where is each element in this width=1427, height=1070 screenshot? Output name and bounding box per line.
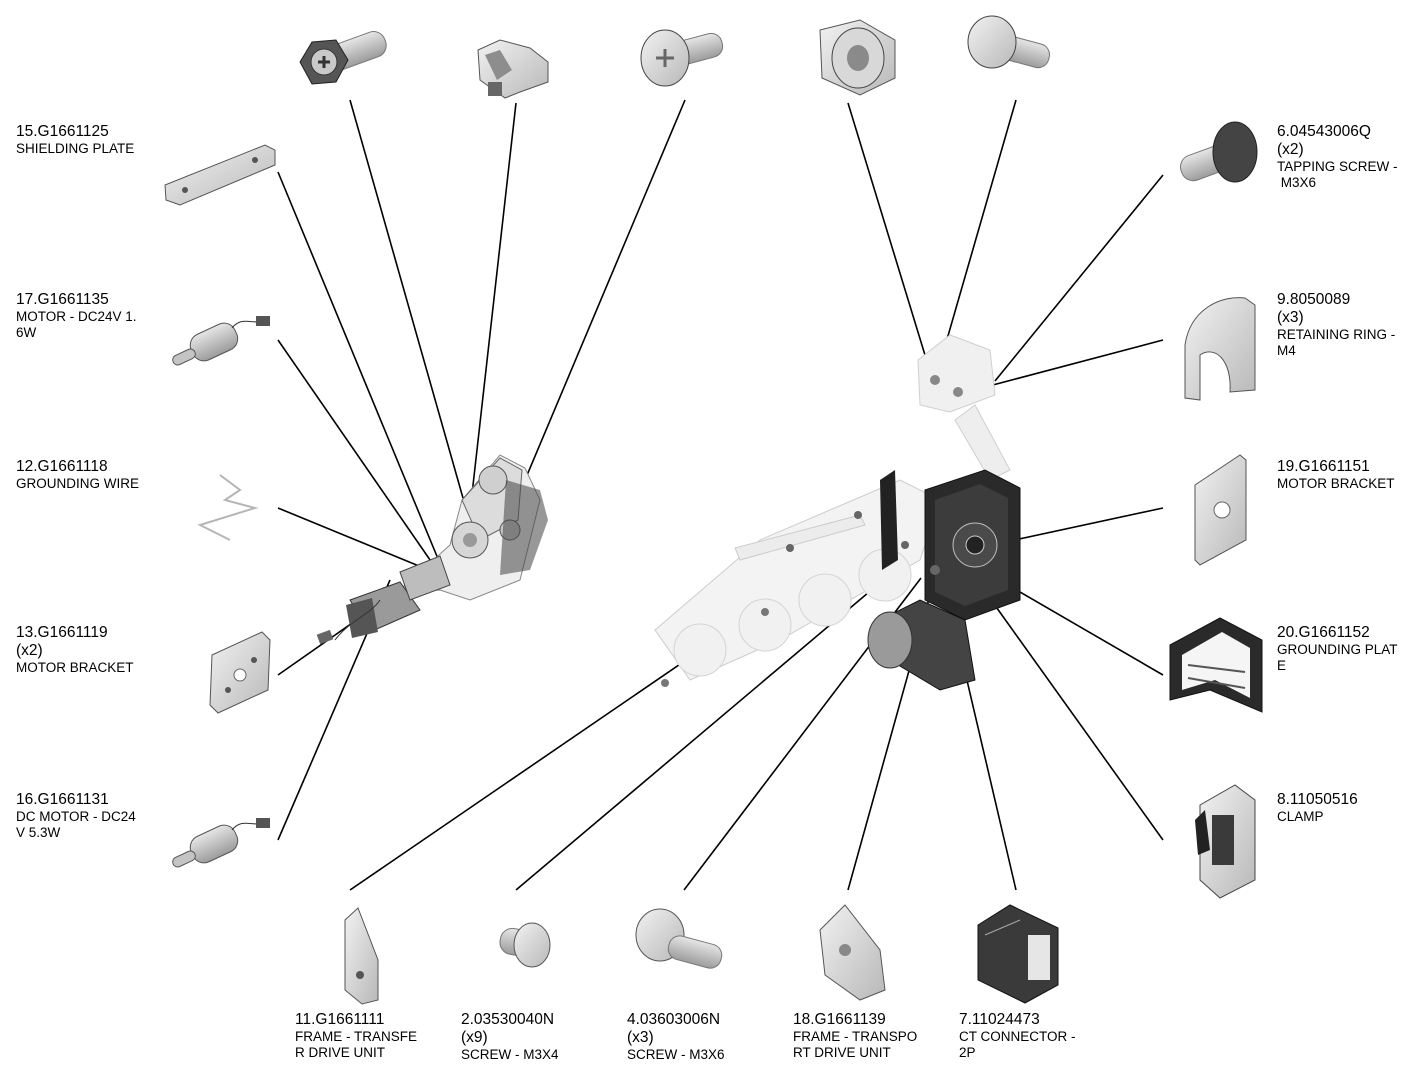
part-quantity: (x2): [16, 642, 43, 659]
thumb-shielding-plate: [164, 144, 276, 206]
thumb-frame-18: [819, 904, 886, 1001]
part-quantity: (x2): [1277, 141, 1304, 158]
part-number: 20.G1661152: [1277, 624, 1370, 641]
part-number: 16.G1661131: [16, 791, 109, 808]
part-description: MOTOR BRACKET: [1277, 476, 1395, 491]
part-description: GROUNDING WIRE: [16, 476, 139, 491]
thumb-frame-bracket-top: [477, 39, 549, 99]
part-number: 12.G1661118: [16, 458, 108, 475]
part-description: SCREW - M3X6: [627, 1047, 725, 1062]
part-label-6: 6.04543006Q (x2) TAPPING SCREW - M3X6: [1277, 122, 1398, 191]
part-label-18: 18.G1661139 FRAME - TRANSPO RT DRIVE UNI…: [793, 1010, 917, 1061]
part-label-20: 20.G1661152 GROUNDING PLAT E: [1277, 623, 1398, 674]
part-quantity: (x9): [461, 1029, 488, 1046]
thumb-bushing: [819, 19, 896, 96]
part-number: 7.11024473: [959, 1011, 1040, 1028]
part-label-17: 17.G1661135 MOTOR - DC24V 1. 6W: [16, 290, 137, 341]
part-number: 9.8050089: [1277, 291, 1351, 308]
part-description: CT CONNECTOR - 2P: [959, 1029, 1076, 1060]
thumb-frame-11: [344, 907, 379, 1005]
thumb-grounding-plate: [1169, 617, 1263, 713]
part-description: RETAINING RING - M4: [1277, 327, 1396, 358]
transport-drive-assembly: [654, 334, 1021, 691]
part-number: 18.G1661139: [793, 1011, 886, 1028]
thumb-motor-16: [172, 818, 270, 868]
part-description: TAPPING SCREW - M3X6: [1277, 159, 1398, 190]
part-quantity: (x3): [1277, 309, 1304, 326]
thumb-screw-top-right: [967, 15, 1051, 69]
thumb-motor-bracket-13: [209, 631, 271, 714]
part-number: 2.03530040N: [461, 1011, 555, 1028]
part-quantity: (x3): [627, 1029, 654, 1046]
part-label-8: 8.11050516 CLAMP: [1277, 790, 1358, 825]
part-number: 13.G1661119: [16, 624, 108, 641]
part-number: 4.03603006N: [627, 1011, 721, 1028]
part-description: CLAMP: [1277, 809, 1324, 824]
part-label-16: 16.G1661131 DC MOTOR - DC24 V 5.3W: [16, 790, 136, 841]
part-label-15: 15.G1661125 SHIELDING PLATE: [16, 122, 134, 157]
transfer-drive-assembly: [316, 454, 548, 645]
part-label-13: 13.G1661119 (x2) MOTOR BRACKET: [16, 623, 134, 676]
thumb-pan-screw: [640, 29, 724, 87]
thumb-hex-screw: [299, 31, 387, 85]
part-description: MOTOR BRACKET: [16, 660, 134, 675]
part-description: FRAME - TRANSFE R DRIVE UNIT: [295, 1029, 418, 1060]
thumb-grounding-wire: [197, 474, 259, 541]
part-label-19: 19.G1661151 MOTOR BRACKET: [1277, 457, 1395, 492]
thumb-motor-17: [172, 316, 270, 366]
leader-lines: [277, 99, 1164, 891]
part-number: 19.G1661151: [1277, 458, 1370, 475]
part-number: 17.G1661135: [16, 291, 109, 308]
part-label-9: 9.8050089 (x3) RETAINING RING - M4: [1277, 290, 1395, 359]
part-description: FRAME - TRANSPO RT DRIVE UNIT: [793, 1029, 918, 1060]
thumb-ct-connector: [977, 904, 1059, 1004]
part-label-2: 2.03530040N (x9) SCREW - M3X4: [461, 1010, 559, 1063]
part-label-4: 4.03603006N (x3) SCREW - M3X6: [627, 1010, 725, 1063]
part-label-11: 11.G1661111 FRAME - TRANSFE R DRIVE UNIT: [295, 1010, 417, 1061]
thumb-retaining-ring: [1184, 297, 1256, 401]
part-description: GROUNDING PLAT E: [1277, 642, 1398, 673]
part-label-7: 7.11024473 CT CONNECTOR - 2P: [959, 1010, 1076, 1061]
part-number: 15.G1661125: [16, 123, 109, 140]
part-description: SCREW - M3X4: [461, 1047, 559, 1062]
part-description: SHIELDING PLATE: [16, 141, 135, 156]
thumb-motor-bracket-19: [1194, 454, 1247, 566]
thumb-screw-4: [635, 908, 723, 969]
thumb-screw-2: [499, 922, 551, 968]
part-description: DC MOTOR - DC24 V 5.3W: [16, 809, 136, 840]
thumb-clamp: [1195, 784, 1256, 899]
part-number: 11.G1661111: [295, 1011, 385, 1028]
part-number: 6.04543006Q: [1277, 123, 1371, 140]
thumb-tapping-screw: [1180, 121, 1258, 183]
part-number: 8.11050516: [1277, 791, 1358, 808]
part-label-12: 12.G1661118 GROUNDING WIRE: [16, 457, 139, 492]
part-description: MOTOR - DC24V 1. 6W: [16, 309, 137, 340]
